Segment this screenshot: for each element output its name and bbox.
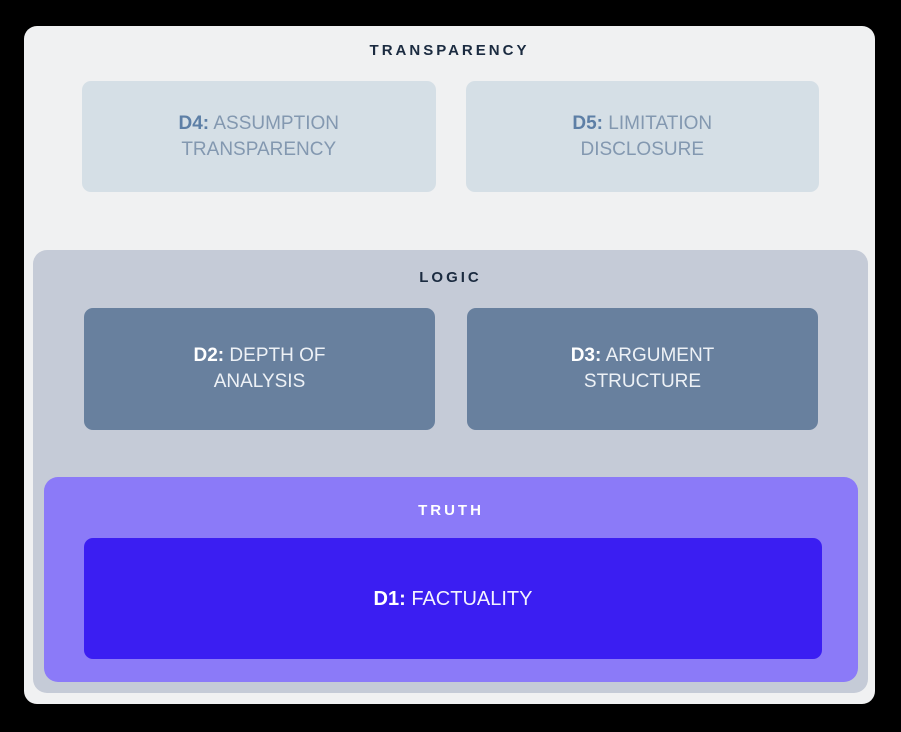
box-label: D2: DEPTH OF ANALYSIS xyxy=(194,343,326,395)
box-label-line1: D1: FACTUALITY xyxy=(374,586,533,612)
box-d5-limitation-disclosure: D5: LIMITATION DISCLOSURE xyxy=(465,81,819,192)
box-label-line1: D2: DEPTH OF xyxy=(194,343,326,369)
box-label-line2: DISCLOSURE xyxy=(580,138,704,160)
layer-truth: TRUTH D1: FACTUALITY xyxy=(44,477,858,682)
box-label-text: FACTUALITY xyxy=(411,587,533,610)
box-label-prefix: D3: xyxy=(570,345,602,366)
layer-transparency: TRANSPARENCY D4: ASSUMPTION TRANSPARENCY… xyxy=(24,26,875,704)
box-d1-factuality: D1: FACTUALITY xyxy=(84,538,822,659)
box-d4-assumption-transparency: D4: ASSUMPTION TRANSPARENCY xyxy=(82,81,436,192)
logic-boxes-row: D2: DEPTH OF ANALYSIS D3: ARGUMENT STRUC… xyxy=(84,308,818,430)
layer-truth-title: TRUTH xyxy=(418,502,484,519)
box-label-prefix: D2: xyxy=(193,345,225,366)
box-label-line1: D5: LIMITATION xyxy=(572,111,712,137)
box-label-text: ASSUMPTION xyxy=(213,112,339,134)
box-label-text: LIMITATION xyxy=(608,112,713,134)
box-label-prefix: D4: xyxy=(178,112,210,134)
box-label-text: DEPTH OF xyxy=(229,345,326,366)
box-label-line1: D3: ARGUMENT xyxy=(571,343,715,369)
box-label-prefix: D5: xyxy=(572,112,604,134)
box-label: D5: LIMITATION DISCLOSURE xyxy=(572,111,712,163)
box-label-line2: ANALYSIS xyxy=(213,371,306,392)
box-label: D1: FACTUALITY xyxy=(374,586,533,612)
box-label: D4: ASSUMPTION TRANSPARENCY xyxy=(179,111,339,163)
layer-logic: LOGIC D2: DEPTH OF ANALYSIS D3: ARGUMENT… xyxy=(33,250,868,693)
box-d3-argument-structure: D3: ARGUMENT STRUCTURE xyxy=(467,308,818,430)
box-label-prefix: D1: xyxy=(373,587,406,610)
box-d2-depth-of-analysis: D2: DEPTH OF ANALYSIS xyxy=(84,308,435,430)
box-label-line2: STRUCTURE xyxy=(583,371,702,392)
box-label-line1: D4: ASSUMPTION xyxy=(179,111,339,137)
box-label-text: ARGUMENT xyxy=(605,345,715,366)
layer-logic-title: LOGIC xyxy=(419,269,482,286)
box-label-line2: TRANSPARENCY xyxy=(181,138,337,160)
layer-transparency-title: TRANSPARENCY xyxy=(369,42,530,59)
transparency-boxes-row: D4: ASSUMPTION TRANSPARENCY D5: LIMITATI… xyxy=(82,81,819,192)
box-label: D3: ARGUMENT STRUCTURE xyxy=(571,343,715,395)
